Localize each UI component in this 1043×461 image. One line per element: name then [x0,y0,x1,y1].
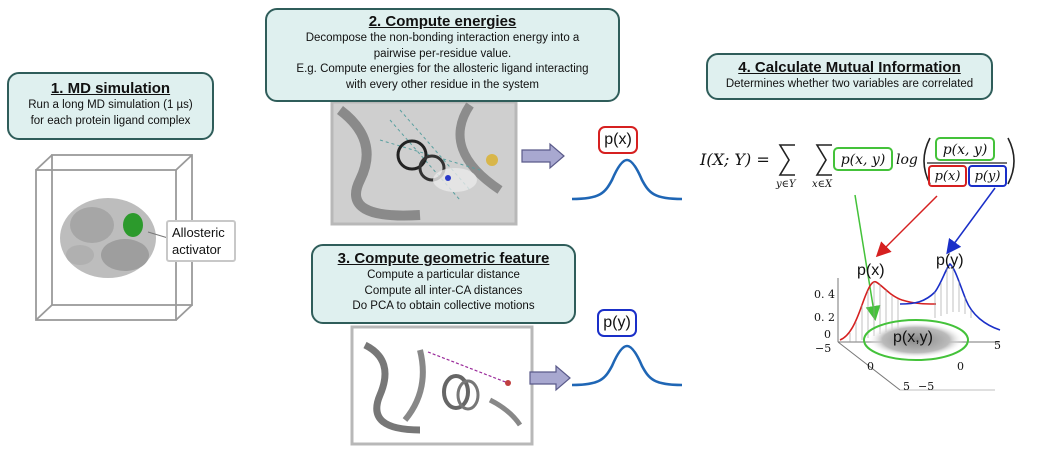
allosteric-activator-label: Allosteric activator [166,220,236,262]
joint-distribution-plot [837,262,1001,391]
formula-log: log [896,152,918,168]
step3-geometric-feature-box: 3. Compute geometric feature Compute a p… [311,244,576,324]
formula-pxy-term: p(x, y) [833,147,893,171]
step3-line-3: Do PCA to obtain collective motions [352,300,535,312]
green-arrow-to-pxy [854,194,881,321]
plot-z-tick-0: 0 [824,328,831,341]
step2-compute-energies-box: 2. Compute energies Decompose the non-bo… [265,8,620,102]
geometric-feature-image [350,325,534,446]
step1-line-1: Run a long MD simulation (1 µs) [28,99,193,111]
plot-y-tick-5: 5 [994,339,1001,352]
px-label: p(x) [598,126,638,154]
plot-z-tick-04: 0. 4 [814,288,835,301]
formula-denominator-py: p(y) [968,165,1007,187]
formula-denominator-px: p(x) [928,165,967,187]
plot-bottom-tick-5: 5 [903,380,910,393]
px-gaussian-curve [571,158,683,201]
step2-line-1: Decompose the non-bonding interaction en… [305,32,580,44]
formula-numerator-pxy: p(x, y) [935,137,995,161]
arrow-geometry-to-py [529,364,571,392]
step4-title: 4. Calculate Mutual Information [738,59,961,76]
formula-sum-y-subscript: y∈Y [776,179,796,190]
plot-y-tick-0: 0 [957,360,964,373]
blue-arrow-to-py [946,187,996,255]
allosteric-label-line-2: activator [172,242,222,257]
step2-line-3: E.g. Compute energies for the allosteric… [296,63,589,75]
step4-line-1: Determines whether two variables are cor… [725,78,974,90]
arrow-energy-to-px [521,142,565,170]
step2-line-4: with every other residue in the system [345,78,540,91]
step1-line-2: for each protein ligand complex [30,114,191,127]
plot-py-label: p(y) [936,252,964,269]
protein-surface-image [60,198,169,278]
step1-md-simulation-box: 1. MD simulation Run a long MD simulatio… [7,72,214,140]
allosteric-label-line-1: Allosteric [172,225,225,240]
step2-title: 2. Compute energies [368,13,517,30]
step1-title: 1. MD simulation [50,80,171,97]
py-label: p(y) [597,309,637,337]
py-gaussian-curve [571,344,683,387]
energy-interaction-image [330,100,518,226]
plot-pxy-label: p(x,y) [893,329,933,346]
red-arrow-to-px [875,195,938,258]
step3-line-1: Compute a particular distance [367,269,520,281]
plot-bottom-tick-neg5: −5 [918,380,935,393]
plot-x-tick-0: 0 [867,360,874,373]
formula-right-paren [1007,137,1015,185]
formula-lhs: I(X; Y) = [700,150,770,169]
plot-x-tick-neg5: −5 [815,342,832,355]
step3-title: 3. Compute geometric feature [337,250,550,267]
step3-line-2: Compute all inter-CA distances [364,284,523,297]
step4-mutual-information-box: 4. Calculate Mutual Information Determin… [706,53,993,100]
plot-z-tick-02: 0. 2 [814,311,835,324]
formula-sum-x-subscript: x∈X [812,179,833,190]
formula-sum-signs [778,144,832,176]
step2-line-2: pairwise per-residue value. [373,47,512,60]
plot-px-label: p(x) [857,262,885,279]
